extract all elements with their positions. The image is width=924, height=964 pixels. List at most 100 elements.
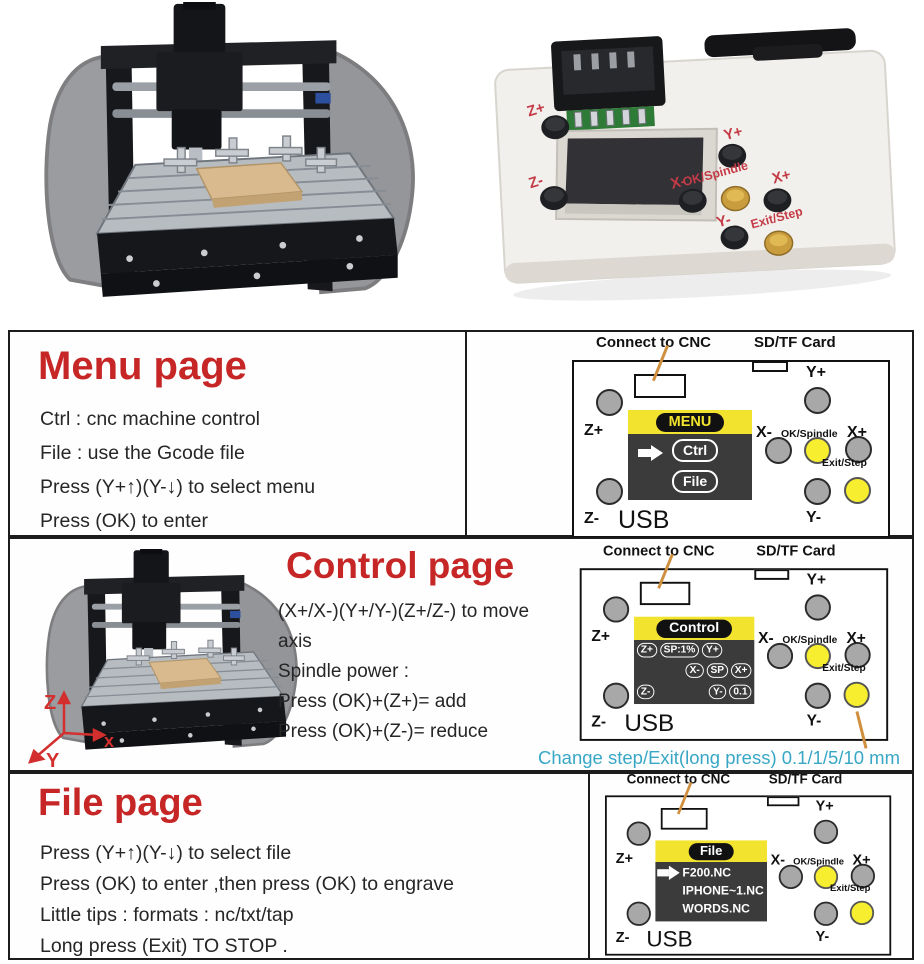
z-plus-button [626, 821, 651, 846]
exit-step-button [849, 900, 875, 925]
screen-title: MENU [655, 412, 725, 432]
instruction-line: File : use the Gcode file [40, 442, 245, 464]
z-minus-label: Z- [584, 510, 600, 527]
cnc-connector-rect [639, 581, 691, 606]
x-plus-button [845, 436, 872, 463]
ok-spindle-button [813, 864, 839, 889]
y-plus-label: Y+ [806, 572, 827, 589]
xyz-axis-icon: Z x Y [28, 690, 114, 769]
z-minus-label: Z- [591, 713, 606, 731]
lcd-screen-control: Control Z+ SP:1% Y+ X- SP X+ Z- Y- [634, 616, 755, 705]
z-plus-label: Z+ [615, 851, 634, 867]
instruction-line: axis [278, 631, 312, 652]
instruction-line: Press (OK) to enter [40, 510, 208, 532]
instruction-line: Press (OK) to enter ,then press (OK) to … [40, 873, 455, 895]
photo-label-z-minus: Z- [527, 172, 545, 192]
exit-step-button [843, 681, 870, 708]
x-minus-label: X- [770, 853, 785, 869]
y-minus-button [813, 901, 839, 926]
lcd-key-z-minus: Z- [636, 684, 655, 700]
ok-spindle-button [720, 185, 751, 212]
instruction-line: Press (Y+↑)(Y-↓) to select menu [40, 476, 316, 498]
y-plus-label: Y+ [806, 364, 827, 381]
ok-spindle-button [804, 642, 831, 670]
file-list-item: IPHONE~1.NC [682, 883, 764, 898]
lcd-body: Z+ SP:1% Y+ X- SP X+ Z- Y- 0.1 [634, 640, 755, 705]
ok-spindle-label: OK/Spindle [793, 856, 845, 868]
photo-label-y-plus: Y+ [722, 123, 745, 144]
z-minus-button [540, 186, 568, 211]
control-page-panel: Z x Y Control page (X+/X-)(Y+/Y-)(Z+/Z-)… [8, 537, 914, 772]
exit-step-label: Exit/Step [830, 882, 871, 894]
x-minus-button [766, 642, 794, 670]
photo-label-z-plus: Z+ [525, 99, 547, 121]
z-minus-button [602, 682, 630, 709]
menu-page-title: Menu page [38, 344, 247, 388]
y-plus-button [718, 143, 747, 168]
y-plus-button [804, 594, 831, 621]
x-plus-label: X+ [846, 630, 866, 647]
x-minus-button [765, 437, 792, 464]
ok-spindle-label: OK/Spindle [782, 634, 838, 646]
menu-page-panel: Menu page Ctrl : cnc machine control Fil… [8, 330, 914, 540]
instruction-line: Ctrl : cnc machine control [40, 408, 260, 430]
controller-diagram-file: Connect to CNC SD/TF Card File F200.NC I… [596, 772, 911, 957]
lcd-key-step-value: 0.1 [729, 684, 752, 700]
lcd-key-z-plus: Z+ [636, 642, 657, 658]
ok-spindle-label: OK/Spindle [781, 428, 838, 440]
sd-slot-rect [767, 796, 800, 807]
step-change-note: Change step/Exit(long press) 0.1/1/5/10 … [538, 747, 900, 768]
selection-arrow-icon [657, 865, 680, 880]
lcd-body: F200.NC IPHONE~1.NC WORDS.NC [655, 862, 767, 922]
lcd-header: MENU [628, 410, 752, 434]
z-minus-label: Z- [615, 930, 630, 946]
instruction-line: Press (Y+↑)(Y-↓) to select file [40, 842, 292, 864]
exit-step-label: Exit/Step [822, 457, 867, 469]
z-minus-button [626, 901, 651, 926]
sd-card-slot [704, 28, 856, 61]
cnc-machine-photo [44, 2, 415, 299]
lcd-key-x-minus: X- [685, 663, 704, 678]
file-page-panel: File page Press (Y+↑)(Y-↓) to select fil… [8, 772, 914, 960]
y-minus-label: Y- [815, 929, 830, 945]
lcd-key-spindle-power: SP:1% [659, 642, 700, 658]
controller-diagram-menu: Connect to CNC SD/TF Card MENU Ctrl File… [562, 334, 912, 540]
connect-to-cnc-label: Connect to CNC [596, 334, 711, 351]
z-plus-button [602, 596, 630, 623]
photo-label-y-minus: Y- [715, 211, 733, 231]
selection-arrow-icon [638, 445, 664, 461]
exit-step-button [764, 230, 794, 256]
file-list-item: F200.NC [682, 865, 732, 880]
screen-title: File [688, 842, 735, 860]
menu-item-ctrl: Ctrl [672, 439, 719, 462]
screen-title: Control [656, 619, 732, 638]
z-minus-button [596, 478, 623, 505]
instruction-line: Spindle power : [278, 661, 409, 682]
z-plus-label: Z+ [591, 628, 610, 645]
menu-page-instructions: Ctrl : cnc machine control File : use th… [40, 402, 315, 538]
x-plus-button [844, 641, 871, 669]
offline-controller-photo: Z+ Z- X- Y+ OK/Spindle X+ Y- Exit/Step [494, 28, 896, 301]
y-minus-button [804, 478, 831, 505]
axis-x-label: x [104, 731, 114, 751]
ok-spindle-button [804, 437, 831, 464]
panel-divider [588, 774, 590, 958]
lcd-key-sp: SP [706, 663, 728, 678]
photo-label-x-minus: X- [669, 172, 688, 192]
x-minus-button [678, 188, 707, 213]
y-minus-label: Y- [806, 509, 822, 526]
photo-label-x-plus: X+ [770, 166, 793, 187]
exit-step-button [844, 477, 871, 504]
sd-slot-rect [752, 361, 788, 372]
connect-to-cnc-label: Connect to CNC [626, 772, 731, 788]
usb-label: USB [624, 709, 675, 737]
instruction-line: Press (OK)+(Z+)= add [278, 691, 467, 712]
z-plus-button [596, 389, 623, 416]
control-page-title: Control page [286, 545, 515, 586]
y-plus-button [804, 387, 831, 414]
x-minus-button [778, 864, 803, 889]
instruction-line: Press (OK)+(Z-)= reduce [278, 721, 489, 742]
controller-diagram-control: Connect to CNC SD/TF Card Control Z+ SP:… [570, 543, 910, 743]
lcd-screen-file: File F200.NC IPHONE~1.NC WORDS.NC [655, 840, 767, 922]
